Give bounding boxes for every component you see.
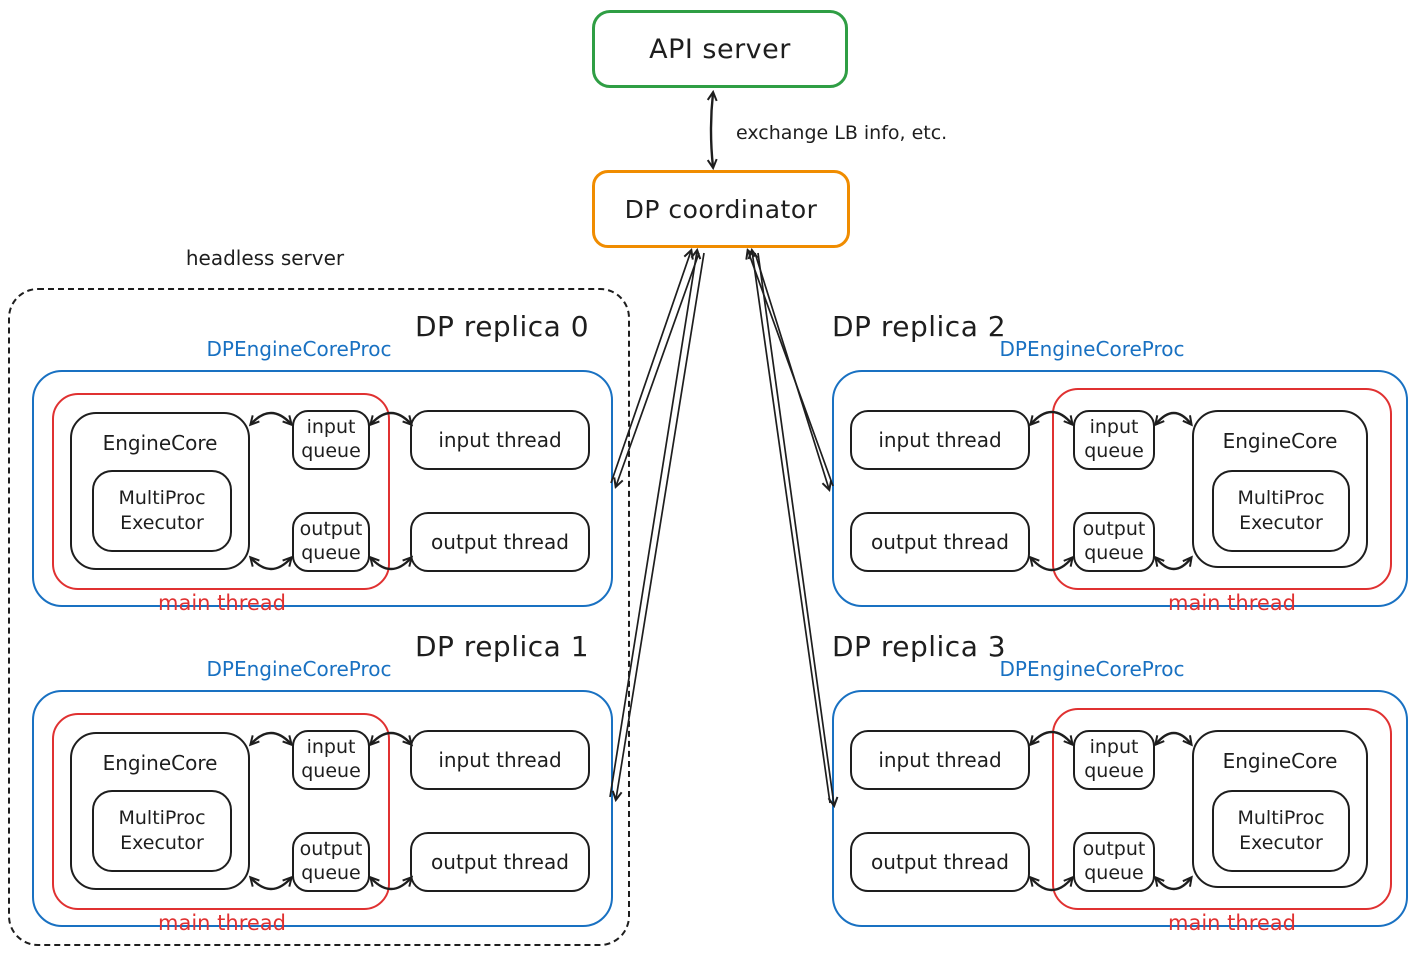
main-thread-label: main thread xyxy=(158,911,286,935)
multiproc-executor-node: MultiProc Executor xyxy=(1212,470,1350,552)
coordinator-to-replica3-arrow xyxy=(757,252,834,805)
engine-core-label: EngineCore xyxy=(1222,749,1338,773)
multiproc-executor-node: MultiProc Executor xyxy=(92,470,232,552)
output-thread-node: output thread xyxy=(850,512,1030,572)
main-thread-boundary xyxy=(1052,388,1392,590)
output-queue-node: output queue xyxy=(1073,512,1155,572)
engine-core-node: EngineCore MultiProc Executor xyxy=(70,412,250,570)
exchange-lb-info-label: exchange LB info, etc. xyxy=(736,122,948,144)
main-thread-label: main thread xyxy=(1168,591,1296,615)
input-queue-node: input queue xyxy=(1073,410,1155,470)
output-queue-node: output queue xyxy=(1073,832,1155,892)
main-thread-label: main thread xyxy=(1168,911,1296,935)
headless-server-label: headless server xyxy=(185,246,345,270)
engine-core-label: EngineCore xyxy=(1222,429,1338,453)
output-queue-node: output queue xyxy=(292,512,370,572)
dp-engine-core-proc-label: DPEngineCoreProc xyxy=(206,337,392,361)
api-server-node: API server xyxy=(592,10,848,88)
replica3-to-coordinator-arrow xyxy=(752,251,831,804)
dp-engine-core-proc-boundary xyxy=(832,690,1408,927)
api-server-label: API server xyxy=(649,33,791,65)
dp-engine-core-proc-boundary xyxy=(32,690,613,927)
replica-title: DP replica 1 xyxy=(414,630,590,663)
main-thread-boundary xyxy=(52,713,390,910)
engine-core-node: EngineCore MultiProc Executor xyxy=(1192,410,1368,568)
main-thread-boundary xyxy=(1052,708,1392,910)
engine-core-label: EngineCore xyxy=(102,751,218,775)
engine-core-label: EngineCore xyxy=(102,431,218,455)
api-coordinator-arrow xyxy=(711,93,713,167)
dp-replica-2: DP replica 2 DPEngineCoreProc EngineCore… xyxy=(832,305,1408,615)
multiproc-executor-node: MultiProc Executor xyxy=(92,790,232,872)
dp-engine-core-proc-label: DPEngineCoreProc xyxy=(999,657,1185,681)
dp-coordinator-node: DP coordinator xyxy=(592,170,850,248)
replica2-to-coordinator-arrow xyxy=(748,251,834,487)
replica-title: DP replica 2 xyxy=(832,310,1007,343)
dp-engine-core-proc-label: DPEngineCoreProc xyxy=(999,337,1185,361)
replica-title: DP replica 0 xyxy=(414,310,590,343)
input-thread-node: input thread xyxy=(850,410,1030,470)
multiproc-executor-node: MultiProc Executor xyxy=(1212,790,1350,872)
dp-replica-3: DP replica 3 DPEngineCoreProc EngineCore… xyxy=(832,625,1408,935)
output-thread-node: output thread xyxy=(850,832,1030,892)
dp-replica-1: DP replica 1 DPEngineCoreProc EngineCore… xyxy=(32,625,613,935)
engine-core-node: EngineCore MultiProc Executor xyxy=(70,732,250,890)
engine-core-node: EngineCore MultiProc Executor xyxy=(1192,730,1368,888)
coordinator-to-replica2-arrow xyxy=(754,252,829,489)
dp-engine-core-proc-label: DPEngineCoreProc xyxy=(206,657,392,681)
replica-title: DP replica 3 xyxy=(832,630,1007,663)
dp-replica-0: DP replica 0 DPEngineCoreProc EngineCore… xyxy=(32,305,613,615)
output-thread-node: output thread xyxy=(410,512,590,572)
output-queue-node: output queue xyxy=(292,832,370,892)
main-thread-label: main thread xyxy=(158,591,286,615)
dp-coordinator-label: DP coordinator xyxy=(624,194,818,224)
main-thread-boundary xyxy=(52,393,390,590)
input-queue-node: input queue xyxy=(1073,730,1155,790)
input-queue-node: input queue xyxy=(292,730,370,790)
input-thread-node: input thread xyxy=(410,410,590,470)
input-queue-node: input queue xyxy=(292,410,370,470)
input-thread-node: input thread xyxy=(850,730,1030,790)
input-thread-node: input thread xyxy=(410,730,590,790)
output-thread-node: output thread xyxy=(410,832,590,892)
